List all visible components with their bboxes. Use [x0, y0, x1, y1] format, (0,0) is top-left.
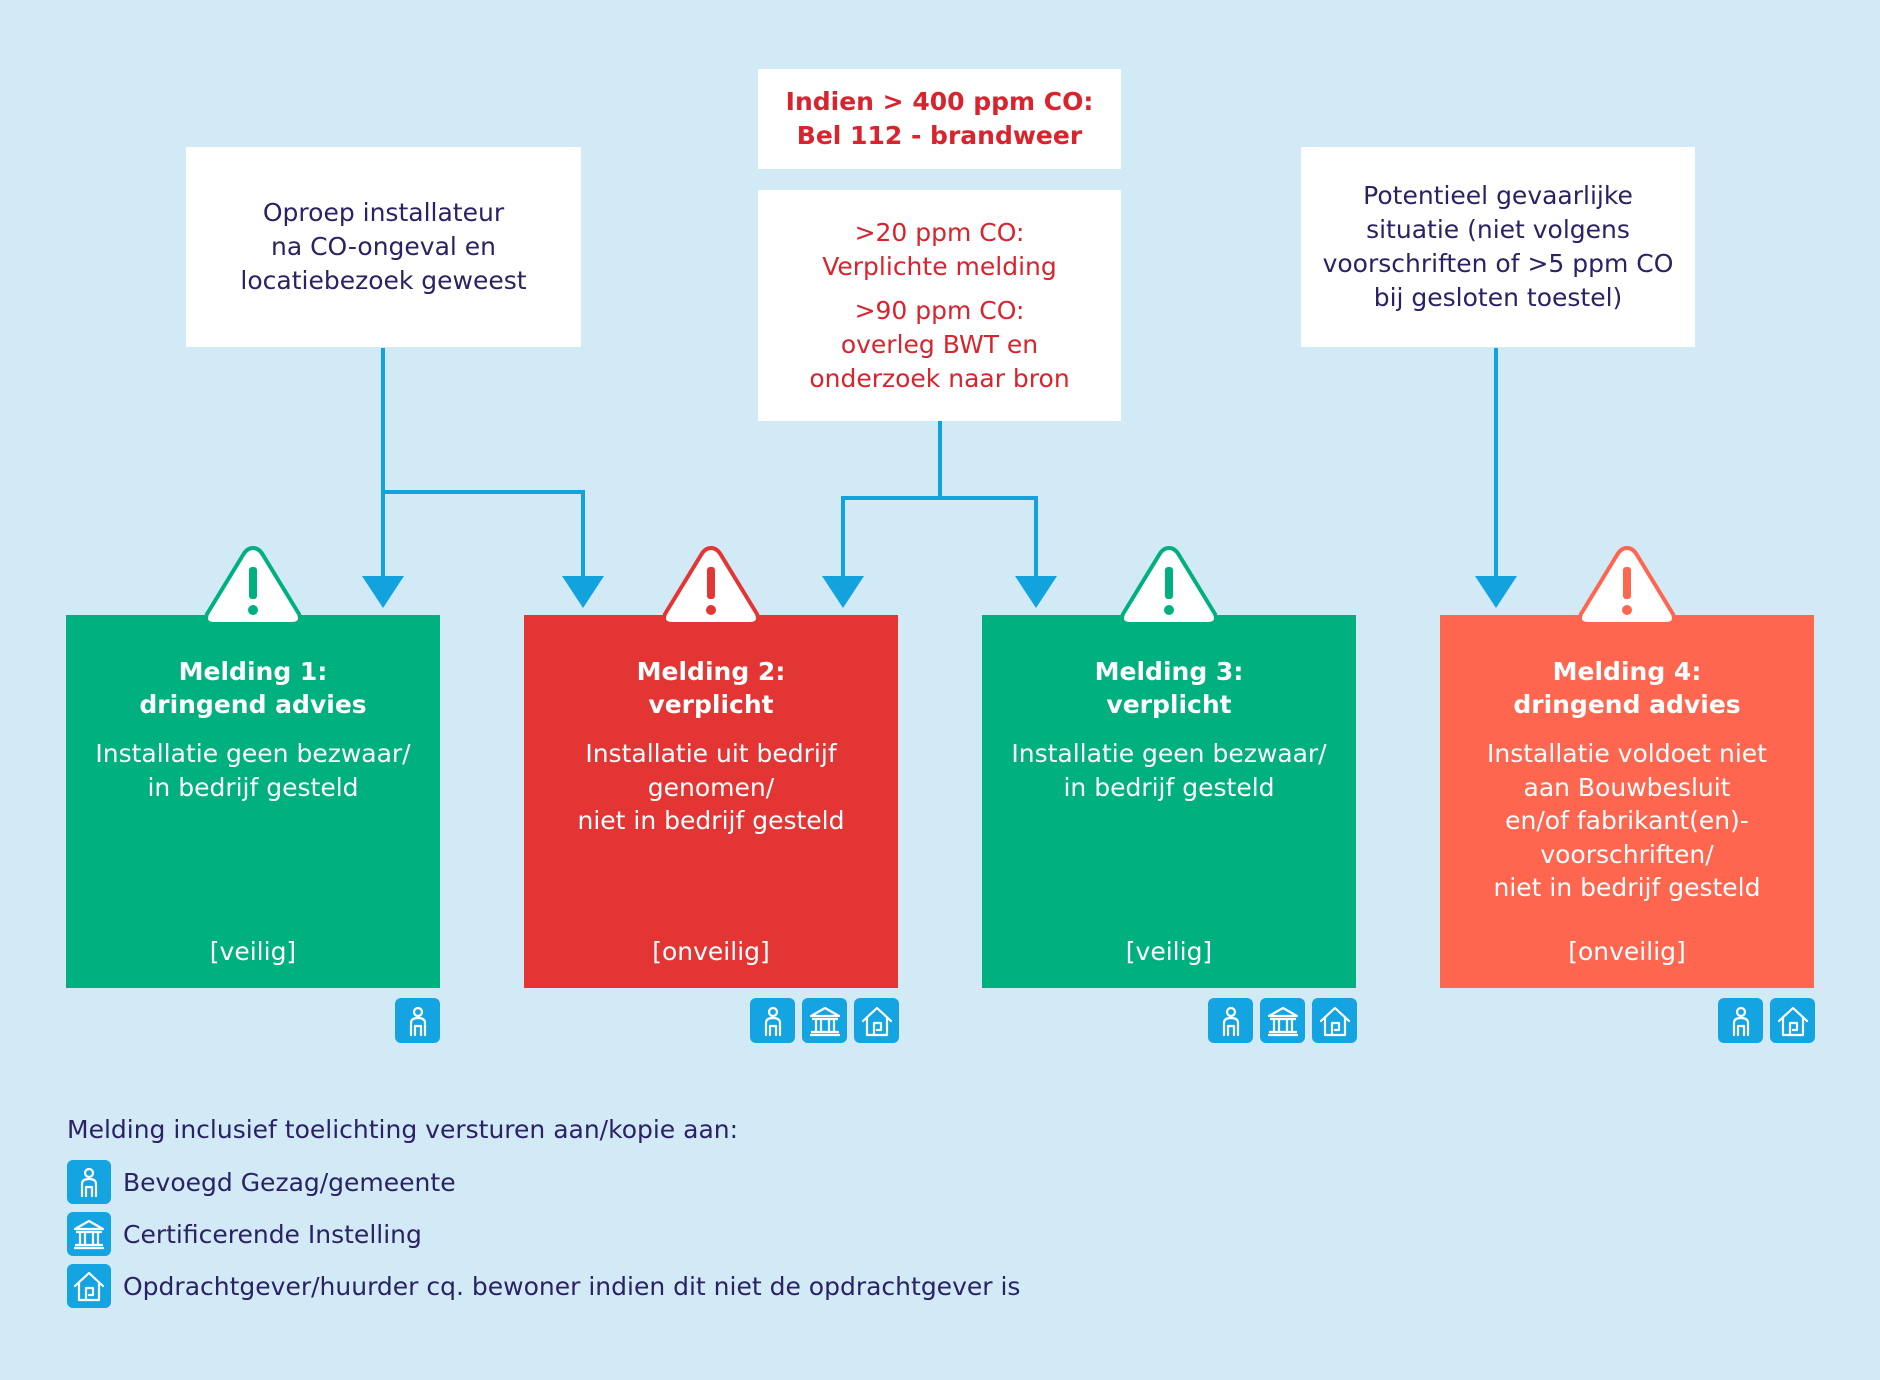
card-title: Melding 4: dringend advies — [1513, 657, 1741, 719]
card-status: [onveilig] — [1568, 937, 1686, 966]
legend-item-institution: Certificerende Instelling — [67, 1212, 422, 1256]
ppm-20-line: Verplichte melding — [822, 251, 1057, 281]
installer-call-box: Oproep installateur na CO-ongeval en loc… — [186, 147, 581, 347]
arrowhead — [1475, 576, 1517, 608]
ppm-threshold-box: >20 ppm CO: Verplichte melding >90 ppm C… — [758, 190, 1121, 421]
warning-icon — [204, 546, 302, 626]
card-description: Installatie uit bedrijf genomen/ niet in… — [577, 739, 845, 835]
institution-icon — [802, 998, 847, 1043]
melding-4-recipients — [1718, 998, 1815, 1043]
legend-label: Certificerende Instelling — [123, 1219, 422, 1249]
legend-item-authority: Bevoegd Gezag/gemeente — [67, 1160, 456, 1204]
dangerous-situation-line: bij gesloten toestel) — [1373, 283, 1623, 312]
melding-3-recipients — [1208, 998, 1357, 1043]
emergency-line: Bel 112 - brandweer — [796, 121, 1083, 150]
warning-icon — [1578, 546, 1676, 626]
card-title: Melding 1: dringend advies — [139, 657, 367, 719]
card-title: Melding 3: verplicht — [1094, 657, 1244, 719]
institution-icon — [67, 1212, 111, 1256]
arrow-from-ppm-to-melding-2 — [841, 421, 942, 586]
legend-label: Opdrachtgever/huurder cq. bewoner indien… — [123, 1271, 1021, 1301]
melding-1-recipients — [395, 998, 440, 1043]
arrowhead — [822, 576, 864, 608]
authority-icon — [67, 1160, 111, 1204]
melding-1-card: Melding 1: dringend advies Installatie g… — [66, 615, 440, 988]
arrow-from-ppm-to-melding-3 — [940, 496, 1038, 586]
warning-icon — [1120, 546, 1218, 626]
institution-icon — [1260, 998, 1305, 1043]
house-icon — [1770, 998, 1815, 1043]
legend-label: Bevoegd Gezag/gemeente — [123, 1167, 456, 1197]
installer-call-line: Oproep installateur — [262, 198, 505, 227]
emergency-line: Indien > 400 ppm CO: — [785, 87, 1094, 116]
authority-icon — [395, 998, 440, 1043]
authority-icon — [1718, 998, 1763, 1043]
authority-icon — [750, 998, 795, 1043]
installer-call-line: locatiebezoek geweest — [240, 266, 527, 295]
ppm-90-line: overleg BWT en — [840, 329, 1039, 359]
arrowhead — [362, 576, 404, 608]
legend-heading: Melding inclusief toelichting versturen … — [67, 1115, 739, 1144]
legend-item-client: Opdrachtgever/huurder cq. bewoner indien… — [67, 1264, 1020, 1308]
ppm-90-line: onderzoek naar bron — [809, 363, 1070, 393]
card-status: [veilig] — [209, 937, 297, 966]
warning-icon — [662, 546, 760, 626]
melding-2-card: Melding 2: verplicht Installatie uit bed… — [524, 615, 898, 988]
house-icon — [67, 1264, 111, 1308]
card-status: [onveilig] — [652, 937, 770, 966]
arrowhead — [1015, 576, 1057, 608]
emergency-box: Indien > 400 ppm CO: Bel 112 - brandweer — [758, 69, 1121, 169]
melding-4-card: Melding 4: dringend advies Installatie v… — [1440, 615, 1814, 988]
dangerous-situation-box: Potentieel gevaarlijke situatie (niet vo… — [1301, 147, 1695, 347]
card-description: Installatie geen bezwaar/ in bedrijf ges… — [1011, 739, 1327, 802]
card-description: Installatie voldoet niet aan Bouwbesluit… — [1487, 739, 1767, 902]
house-icon — [854, 998, 899, 1043]
ppm-20-line: >20 ppm CO: — [854, 217, 1025, 247]
arrow-from-installer-to-melding-2 — [383, 490, 585, 586]
card-status: [veilig] — [1125, 937, 1213, 966]
dangerous-situation-line: Potentieel gevaarlijke — [1363, 181, 1633, 210]
dangerous-situation-line: situatie (niet volgens — [1366, 215, 1630, 244]
house-icon — [1312, 998, 1357, 1043]
authority-icon — [1208, 998, 1253, 1043]
card-description: Installatie geen bezwaar/ in bedrijf ges… — [95, 739, 411, 802]
melding-2-recipients — [750, 998, 899, 1043]
dangerous-situation-line: voorschriften of >5 ppm CO — [1322, 249, 1674, 278]
arrowhead — [562, 576, 604, 608]
ppm-90-line: >90 ppm CO: — [854, 295, 1025, 325]
installer-call-line: na CO-ongeval en — [270, 232, 497, 261]
card-title: Melding 2: verplicht — [636, 657, 786, 719]
melding-3-card: Melding 3: verplicht Installatie geen be… — [982, 615, 1356, 988]
